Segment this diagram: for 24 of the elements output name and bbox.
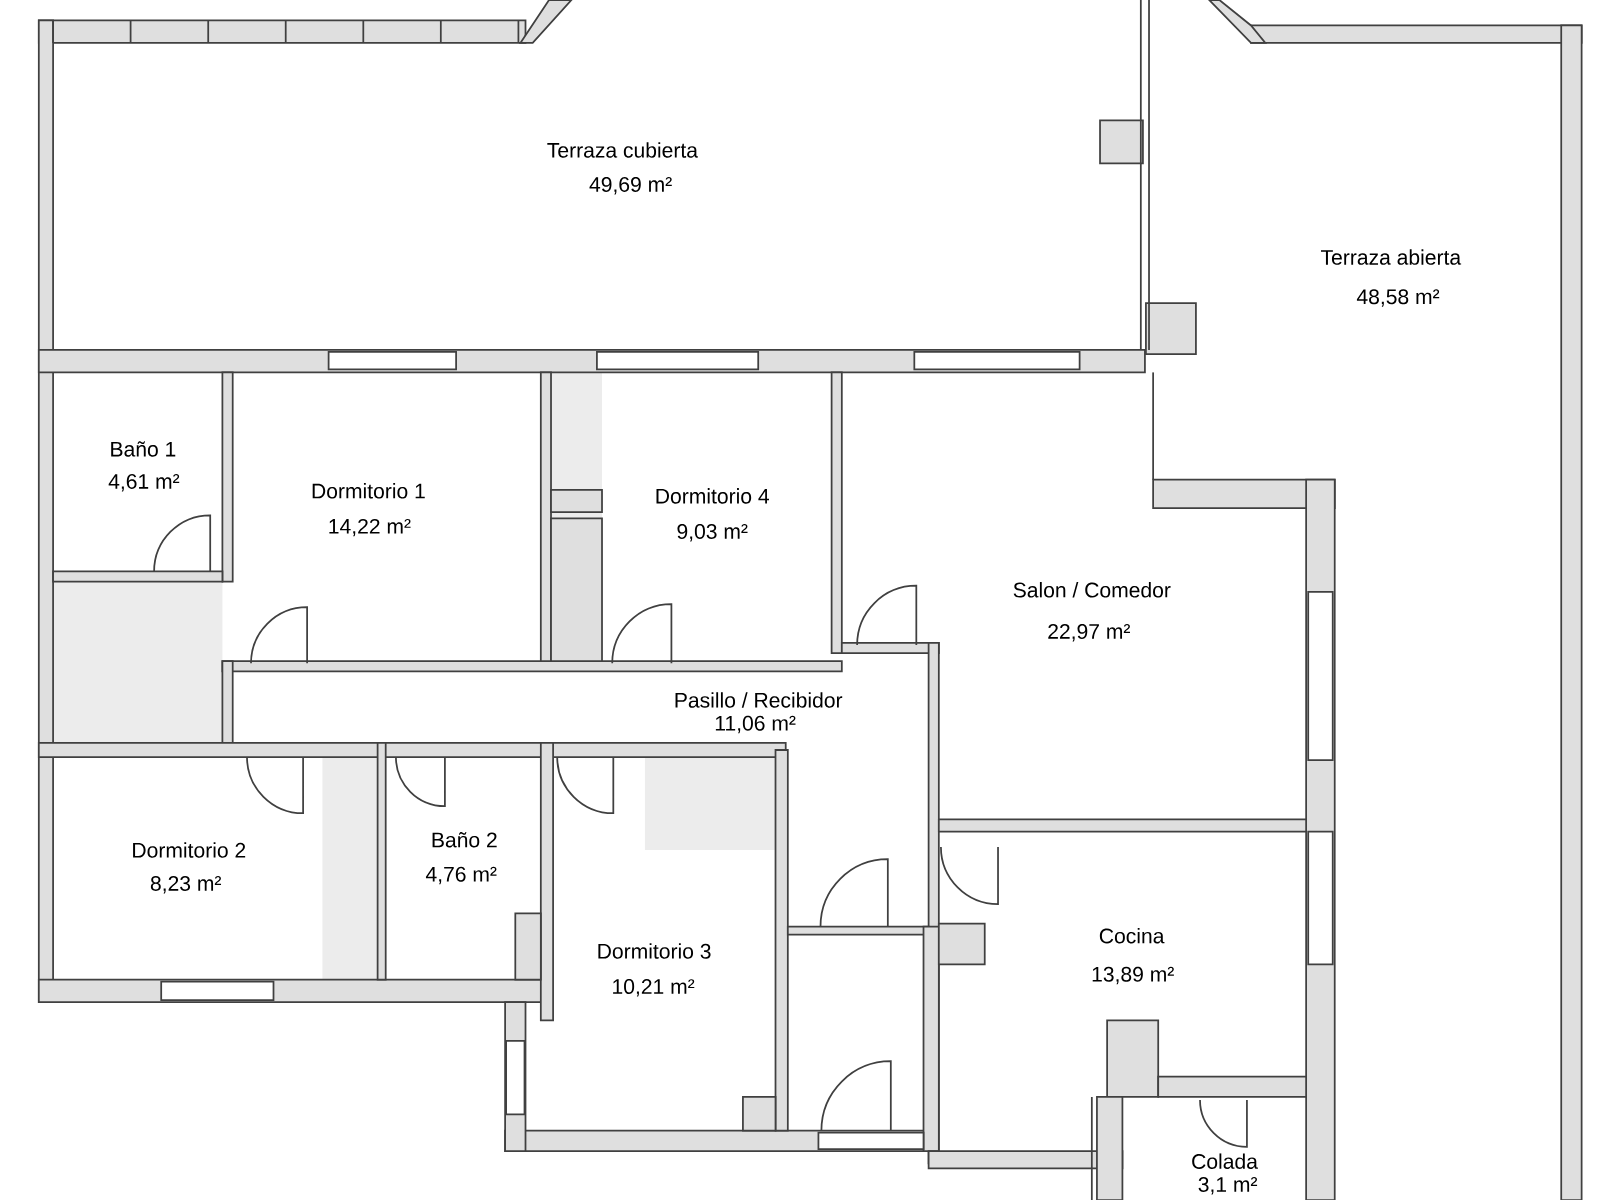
area-label: 13,89 m² — [1092, 966, 1174, 985]
area-label: 10,21 m² — [613, 979, 695, 997]
room-name: Baño 1 — [111, 441, 176, 457]
area-label: 4,61 m² — [108, 474, 180, 492]
area-label: 49,69 m² — [589, 177, 672, 195]
room-name: Dormitorio 2 — [133, 842, 246, 858]
room-name: Terraza abierta — [1321, 249, 1462, 265]
room-name: Baño 2 — [432, 832, 497, 848]
room-name: Colada — [1192, 1153, 1258, 1169]
area-label: 4,76 m² — [425, 866, 497, 885]
area-label: 8,23 m² — [150, 876, 221, 894]
room-name: Salon / Comedor — [1013, 582, 1171, 598]
room-name: Dormitorio 4 — [656, 488, 769, 504]
area-label: 48,58 m² — [1356, 289, 1440, 307]
area-label: 14,22 m² — [329, 518, 411, 537]
room-name: Cocina — [1099, 927, 1165, 944]
room-name: Pasillo / Recibidor — [675, 692, 843, 708]
area-label: 22,97 m² — [1048, 624, 1130, 642]
area-label: 9,03 m² — [677, 524, 748, 542]
room-name: Terraza cubierta — [547, 142, 698, 158]
room-name: Dormitorio 3 — [598, 943, 711, 959]
area-label: 3,1 m² — [1198, 1177, 1258, 1195]
room-name: Dormitorio 1 — [312, 483, 425, 499]
area-label: 11,06 m² — [715, 715, 796, 734]
